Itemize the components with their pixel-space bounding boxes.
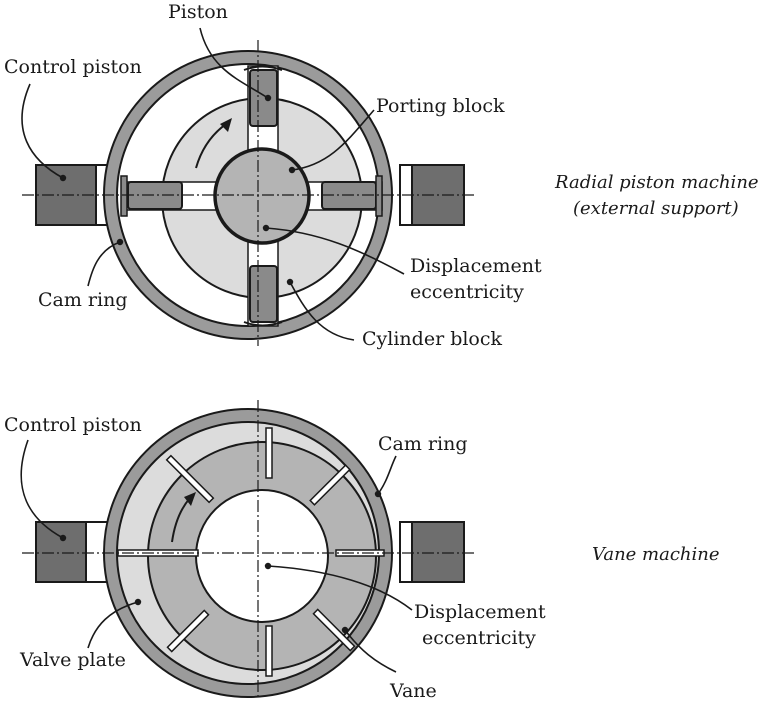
rotor-bore: [195, 489, 329, 623]
leader-porting-block: [291, 109, 375, 171]
leader-piston: [199, 27, 269, 99]
label-cylinder-block: Cylinder block: [362, 328, 503, 350]
vane-lower-left: [166, 609, 210, 653]
piston-top: [249, 69, 278, 127]
label-valve-plate: Valve plate: [19, 649, 126, 671]
label-piston: Piston: [168, 1, 228, 23]
label-cam-ring-top: Cam ring: [38, 289, 127, 311]
leader-cylinder-block: [289, 281, 355, 341]
vane-rotation-arrowhead: [184, 492, 196, 506]
label-displacement-top-2: eccentricity: [410, 281, 524, 303]
caption-radial-piston-1: Radial piston machine: [554, 172, 759, 193]
caption-vane-machine: Vane machine: [592, 544, 720, 565]
label-cam-ring-bottom: Cam ring: [378, 433, 467, 455]
vane-bottom: [265, 625, 273, 677]
vane-machine: Control piston Cam ring Displacement ecc…: [4, 400, 720, 702]
label-displacement-top-1: Displacement: [410, 255, 542, 277]
slipper-top: [243, 65, 283, 71]
rotation-arrowhead: [220, 118, 232, 132]
label-control-piston-bottom: Control piston: [4, 414, 142, 436]
leader-valve-plate: [87, 601, 139, 649]
label-control-piston-top: Control piston: [4, 56, 142, 78]
vane-upper-right: [309, 464, 351, 506]
vane-top: [265, 427, 273, 479]
slipper-right: [375, 175, 383, 217]
leader-vane-cam-ring: [377, 455, 397, 495]
leader-vane-displacement: [267, 565, 413, 611]
radial-piston-machine: Piston Control piston Porting block Disp…: [4, 1, 759, 350]
rotation-arrow: [195, 123, 227, 169]
piston-bottom: [249, 265, 278, 323]
label-porting-block: Porting block: [376, 95, 505, 117]
label-vane: Vane: [389, 680, 437, 702]
leader-cam-ring: [87, 241, 121, 287]
porting-block: [213, 147, 311, 245]
leader-vane-control-piston: [20, 439, 64, 539]
vane-upper-left: [165, 454, 215, 504]
vane-control-piston-right: [411, 521, 465, 583]
slipper-bottom: [243, 321, 283, 327]
label-displacement-bottom-2: eccentricity: [422, 627, 536, 649]
leader-control-piston: [21, 83, 64, 179]
vane-lower-right: [312, 608, 356, 652]
slipper-left: [120, 175, 128, 217]
leader-vane: [344, 629, 397, 673]
caption-radial-piston-2: (external support): [573, 198, 739, 219]
leader-displacement: [265, 227, 405, 275]
vane-control-piston-left: [35, 521, 87, 583]
label-displacement-bottom-1: Displacement: [414, 601, 546, 623]
